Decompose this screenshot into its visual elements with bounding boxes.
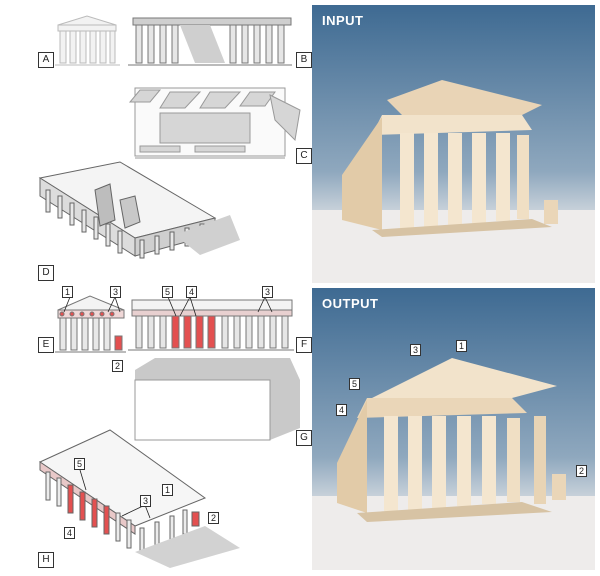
panel-e-drawing [55,295,126,353]
panel-label-g: G [296,430,312,446]
callout-e-1: 1 [62,286,74,298]
input-title: INPUT [322,13,364,28]
callout-output-5: 5 [349,378,361,390]
panel-a-drawing [55,15,120,66]
input-photo: INPUT [312,5,595,283]
panel-f-drawing [128,299,294,351]
panel-label-h: H [38,552,54,568]
callout-e-2: 2 [112,360,124,372]
panel-label-f: F [296,337,312,353]
callout-output-2: 2 [576,465,588,477]
panel-h-drawing [38,429,240,568]
callout-f-5: 5 [162,286,174,298]
callout-h-4: 4 [64,527,76,539]
output-temple-render [312,358,595,570]
callout-h-2: 2 [208,512,220,524]
input-temple-render [312,80,595,283]
callout-f-3: 3 [262,286,274,298]
panel-label-c: C [296,148,312,164]
output-title: OUTPUT [322,296,379,311]
panel-label-a: A [38,52,54,68]
callout-output-1: 1 [456,340,468,352]
callout-h-1: 1 [162,484,174,496]
panel-label-d: D [38,265,54,281]
callout-h-3: 3 [140,495,152,507]
callout-output-4: 4 [336,404,348,416]
panel-label-e: E [38,337,54,353]
panel-c-drawing [128,87,301,159]
callout-e-3: 3 [110,286,122,298]
callout-output-3: 3 [410,344,422,356]
output-photo: OUTPUT [312,288,595,570]
panel-d-drawing [38,161,240,259]
panel-label-b: B [296,52,312,68]
callout-f-4: 4 [186,286,198,298]
panel-g-drawing [134,358,300,441]
callout-h-5: 5 [74,458,86,470]
panel-b-drawing [128,17,292,66]
